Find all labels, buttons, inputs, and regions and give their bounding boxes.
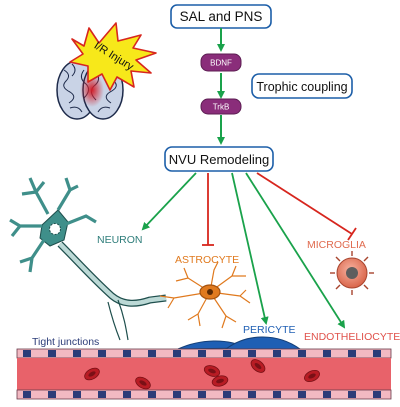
tight-junction-mark [323, 350, 331, 357]
injury-starburst: I/R Injury [69, 22, 157, 91]
astrocyte-label: ASTROCYTE [175, 254, 239, 266]
tight-junctions-label: Tight junctions [32, 336, 99, 348]
bdnf-label: BDNF [210, 59, 232, 68]
tight-junction-mark [273, 391, 281, 398]
tight-junction-mark [348, 391, 356, 398]
trophic-coupling-label: Trophic coupling [256, 80, 347, 94]
tight-junction-mark [123, 391, 131, 398]
top-box-label: SAL and PNS [180, 9, 263, 24]
tight-junction-mark [148, 391, 156, 398]
red-blood-cell [304, 369, 320, 383]
tight-junction-mark [323, 391, 331, 398]
endotheliocyte-label: ENDOTHELIOCYTE [304, 331, 400, 343]
tight-junction-mark [23, 391, 31, 398]
tight-junction-mark [198, 391, 206, 398]
tight-junction-mark [148, 350, 156, 357]
nvu-remodeling-label: NVU Remodeling [169, 152, 269, 167]
trkb-label: TrkB [213, 103, 230, 112]
tight-junction-mark [298, 350, 306, 357]
inhibition-arrows [202, 172, 357, 246]
tight-junction-mark [223, 391, 231, 398]
red-blood-cell [135, 376, 151, 390]
pericyte-label: PERICYTE [243, 324, 296, 336]
tight-junction-mark [248, 350, 256, 357]
activation-arrows [141, 172, 346, 329]
neuron-label: NEURON [97, 234, 143, 246]
tight-junction-mark [373, 350, 381, 357]
blood-vessel [16, 336, 392, 400]
tight-junction-mark [173, 350, 181, 357]
red-blood-cell [211, 375, 229, 387]
tight-junction-mark [73, 350, 81, 357]
tight-junction-mark [98, 391, 106, 398]
tight-junction-mark [248, 391, 256, 398]
microglia-label: MICROGLIA [307, 239, 366, 251]
tight-junction-mark [48, 391, 56, 398]
tight-junction-mark [48, 350, 56, 357]
tight-junction-mark [198, 350, 206, 357]
neuron-cell [9, 177, 167, 341]
tight-junction-mark [298, 391, 306, 398]
tight-junction-mark [173, 391, 181, 398]
red-blood-cell [250, 359, 266, 373]
tight-junction-mark [73, 391, 81, 398]
tight-junction-mark [123, 350, 131, 357]
tight-junction-mark [373, 391, 381, 398]
tight-junction-mark [273, 350, 281, 357]
red-blood-cell [203, 365, 221, 377]
tight-junction-mark [348, 350, 356, 357]
microglia-cell [330, 251, 374, 295]
astrocyte-cell [159, 261, 251, 329]
red-blood-cell [84, 367, 100, 381]
tight-junction-mark [223, 350, 231, 357]
tight-junction-mark [23, 350, 31, 357]
tight-junction-mark [98, 350, 106, 357]
